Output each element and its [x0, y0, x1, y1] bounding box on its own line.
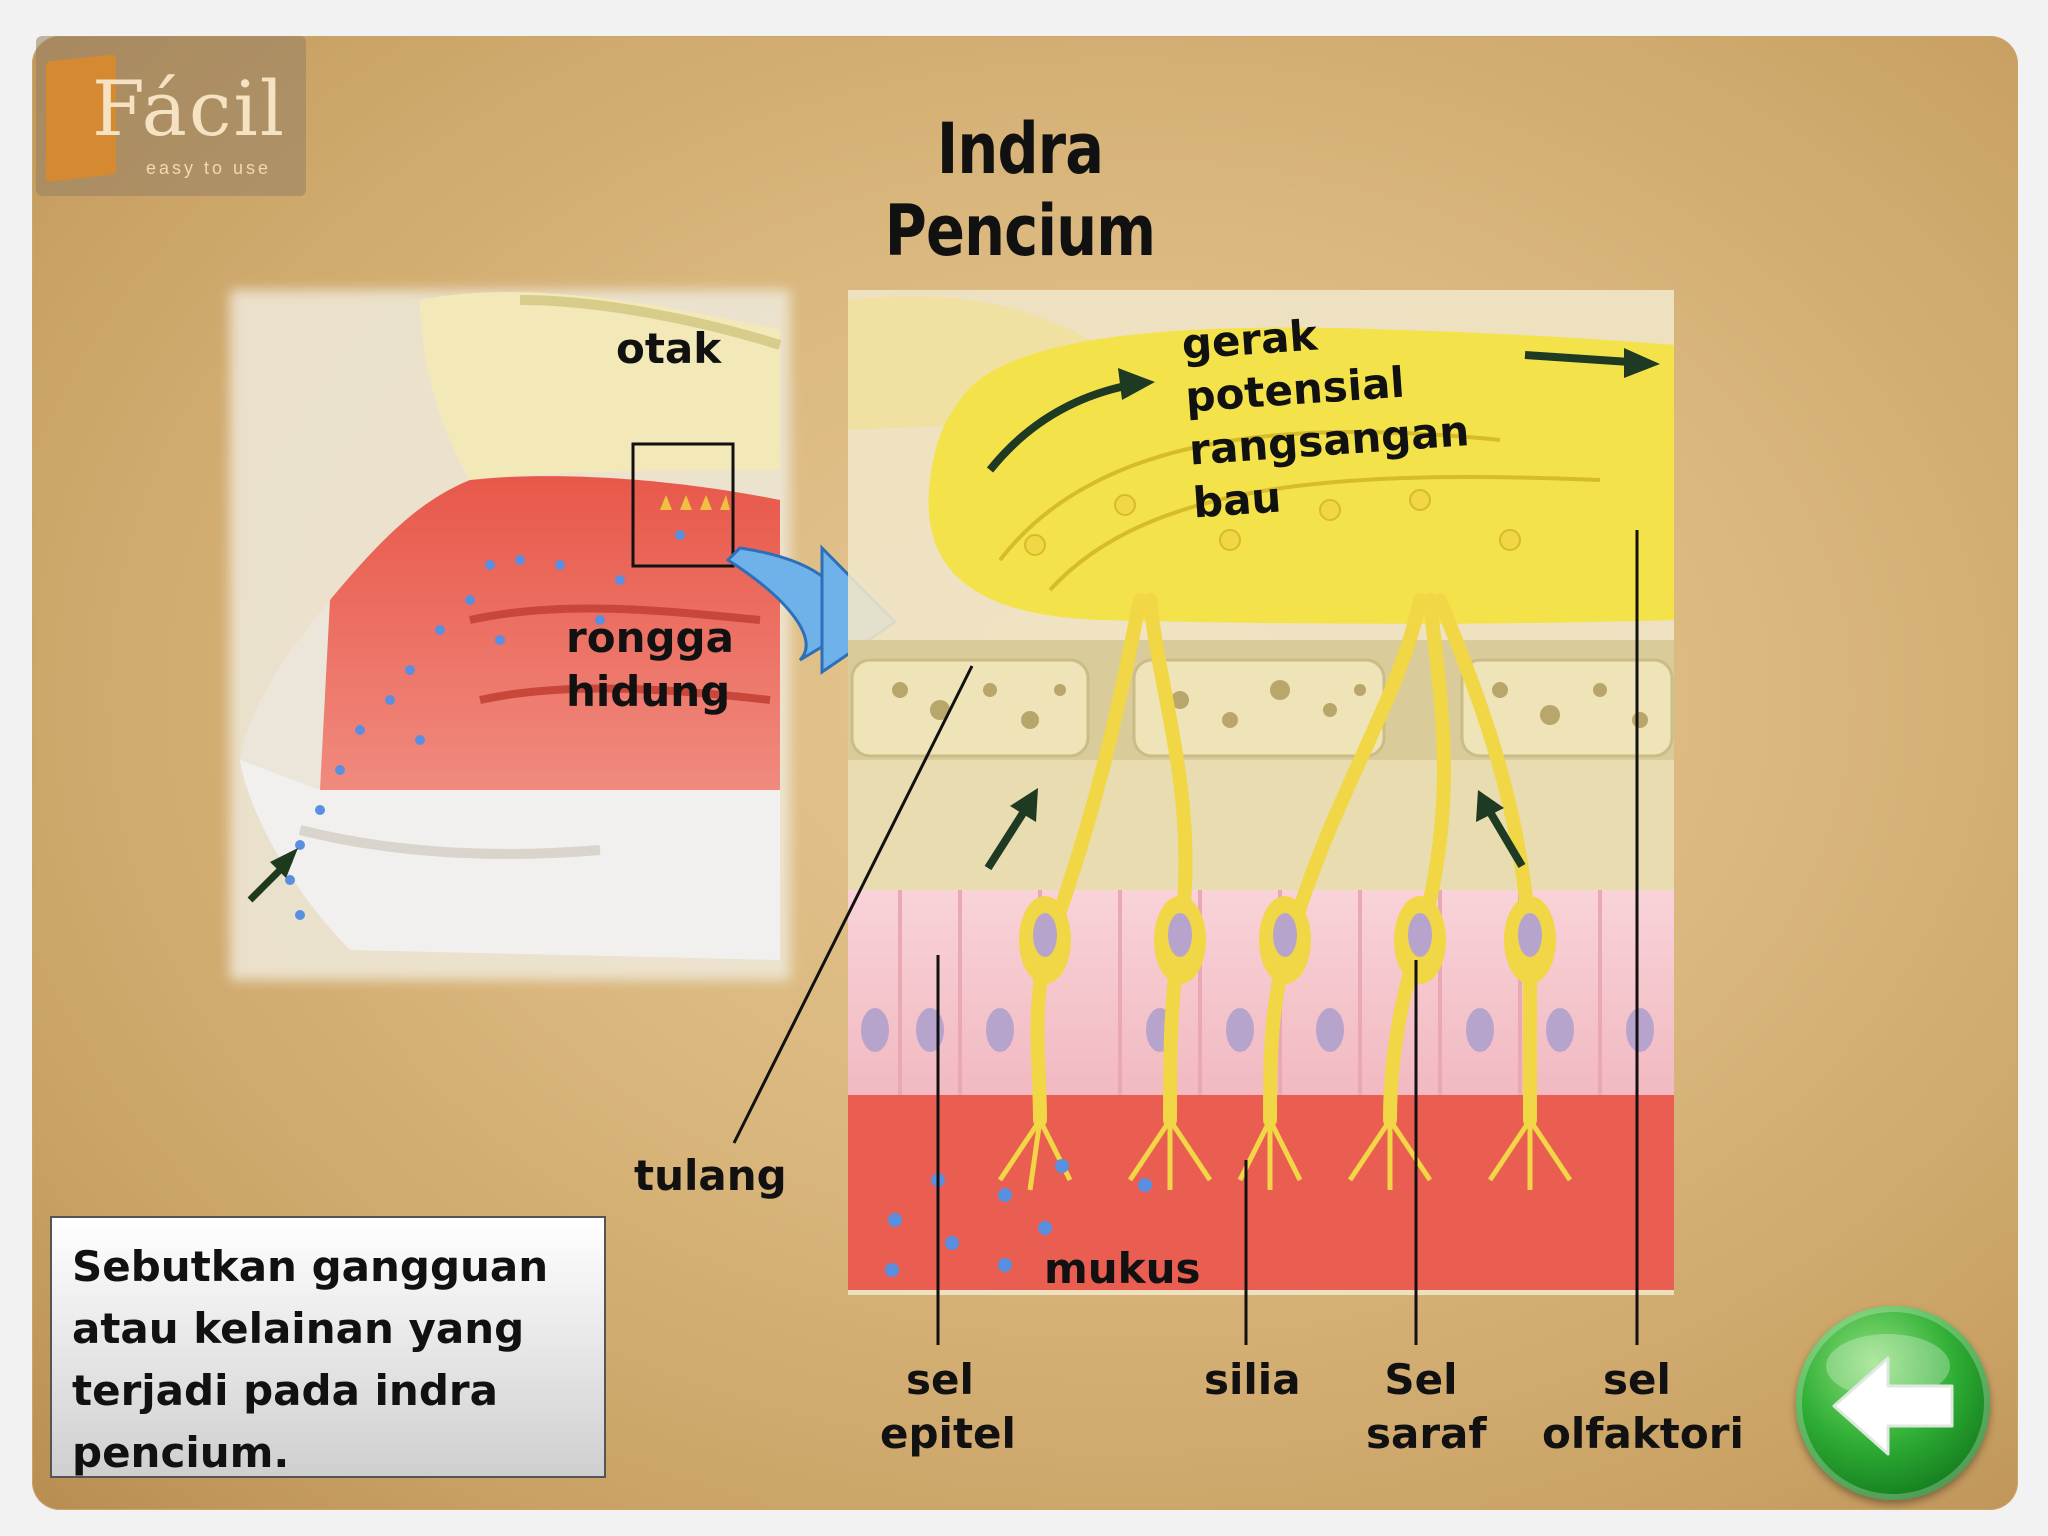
- back-button[interactable]: [1796, 1306, 1990, 1500]
- leader-lines: [732, 530, 1639, 1345]
- label-otak: otak: [616, 324, 722, 373]
- arrow-left-icon: [1826, 1334, 1954, 1456]
- label-sel-olfaktori: sel olfaktori: [1542, 1355, 1744, 1458]
- page-title: Indra Pencium: [884, 108, 1156, 272]
- label-rongga-hidung: rongga hidung: [566, 613, 734, 716]
- logo: Fácil easy to use: [36, 36, 306, 196]
- label-gerak-potensial: gerak potensial rangsangan bau: [1180, 310, 1471, 528]
- label-tulang: tulang: [634, 1151, 787, 1200]
- question-box: Sebutkan gangguan atau kelainan yang ter…: [50, 1216, 606, 1478]
- nose-section: [230, 290, 898, 980]
- olfactory-detail: [848, 290, 1674, 1295]
- logo-brand: Fácil: [92, 64, 287, 153]
- label-silia: silia: [1204, 1355, 1301, 1404]
- label-sel-saraf: Sel saraf: [1366, 1355, 1487, 1458]
- logo-tagline: easy to use: [146, 158, 272, 178]
- label-mukus: mukus: [1044, 1244, 1201, 1293]
- label-sel-epitel: sel epitel: [880, 1355, 1016, 1458]
